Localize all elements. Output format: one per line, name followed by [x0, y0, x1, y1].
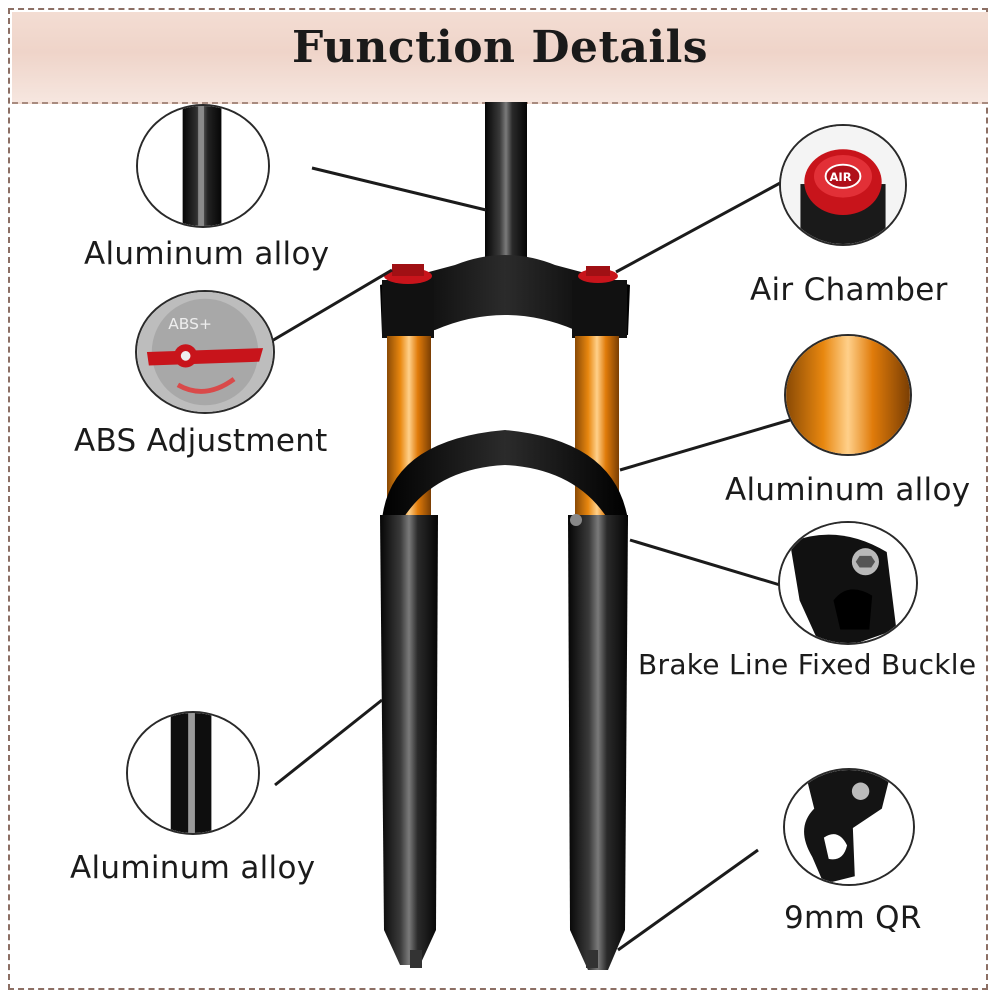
leader-qr [617, 848, 759, 952]
abs-dial-icon: ABS+ [137, 292, 273, 412]
dropout-icon [785, 770, 913, 884]
leader-abs [269, 268, 393, 344]
black-tube-icon [128, 713, 258, 833]
right-lower-leg [568, 515, 628, 970]
leader-buckle [629, 538, 781, 587]
steerer-tube [485, 102, 527, 262]
orange-tube-icon [786, 336, 910, 454]
page-title: Function Details [291, 22, 709, 73]
air-valve-icon: AIR [781, 126, 905, 244]
air-label: Air Chamber [750, 272, 948, 308]
leader-steerer [311, 166, 487, 212]
lower-left-label: Aluminum alloy [70, 850, 316, 886]
abs-thumbnail: ABS+ [135, 290, 275, 414]
abs-label: ABS Adjustment [74, 423, 328, 459]
lower-arch [382, 430, 628, 560]
qr-thumbnail [783, 768, 915, 886]
leader-stanchion [619, 418, 791, 472]
buckle-label: Brake Line Fixed Buckle [638, 648, 977, 681]
clamp-icon [780, 523, 916, 643]
dashed-frame [8, 8, 988, 990]
air-cap-text: AIR [829, 170, 851, 184]
qr-label: 9mm QR [784, 900, 922, 936]
left-lower-leg [380, 515, 438, 965]
buckle-thumbnail [778, 521, 918, 645]
stanchion-label: Aluminum alloy [725, 472, 971, 508]
air-thumbnail: AIR [779, 124, 907, 246]
leader-air [615, 180, 783, 274]
leader-lower-left [274, 698, 383, 787]
steerer-label: Aluminum alloy [84, 236, 330, 272]
fork-crown [380, 255, 630, 335]
lower-left-thumbnail [126, 711, 260, 835]
steerer-thumbnail [136, 104, 270, 228]
stanchion-thumbnail [784, 334, 912, 456]
abs-dial-text: ABS+ [168, 315, 212, 333]
black-tube-icon [138, 106, 268, 226]
